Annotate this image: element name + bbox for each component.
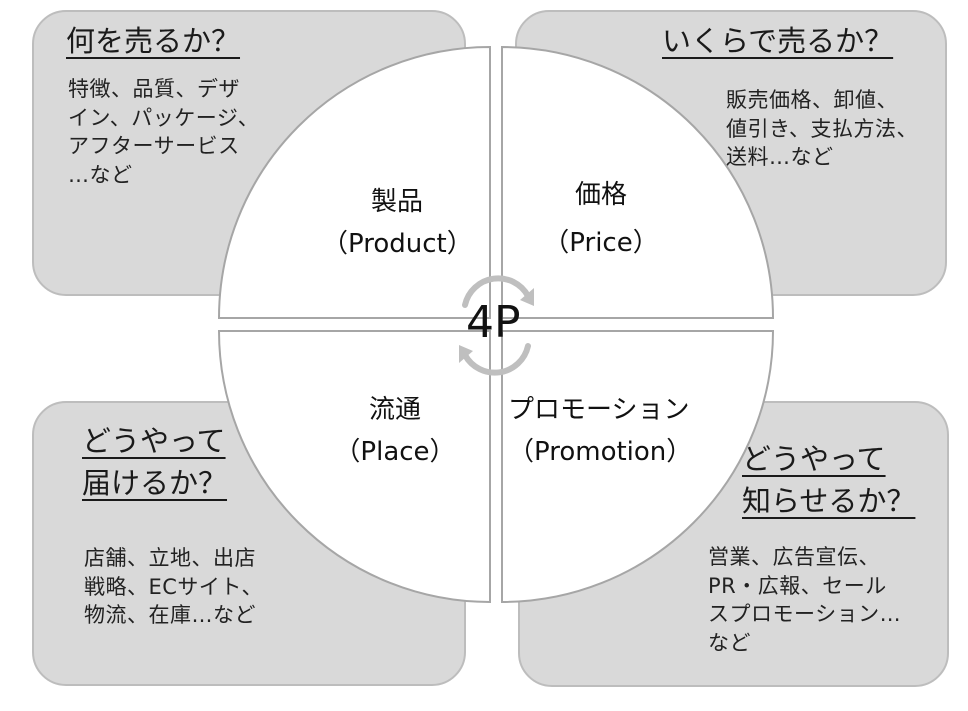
detail-bottom-right: 営業、広告宣伝、 PR・広報、セール スプロモーション… など [708, 545, 902, 655]
question-top-right: いくらで売るか？ [662, 24, 894, 58]
detail-top-left: 特徴、品質、デザ イン、パッケージ、 アフターサービス …など [68, 77, 260, 187]
question-top-left: 何を売るか？ [66, 24, 241, 58]
cycle-arrows-icon [462, 275, 531, 376]
center-label: 4P [466, 297, 521, 348]
quadrant-promotion [501, 330, 775, 604]
detail-top-right: 販売価格、卸値、 値引き、支払方法、 送料…など [726, 88, 919, 170]
quadrant-price [501, 45, 775, 319]
label-place: 流通 （Place） [334, 395, 456, 467]
quadrant-place [217, 330, 491, 604]
label-promotion: プロモーション （Promotion） [508, 395, 693, 467]
quadrant-product [217, 45, 491, 319]
detail-bottom-left: 店舗、立地、出店 戦略、ECサイト、 物流、在庫…など [84, 546, 264, 628]
label-product: 製品 （Product） [322, 187, 473, 259]
question-bottom-left: どうやって 届けるか？ [82, 424, 228, 501]
label-price: 価格 （Price） [543, 180, 659, 258]
question-bottom-right: どうやって 知らせるか？ [742, 442, 916, 519]
